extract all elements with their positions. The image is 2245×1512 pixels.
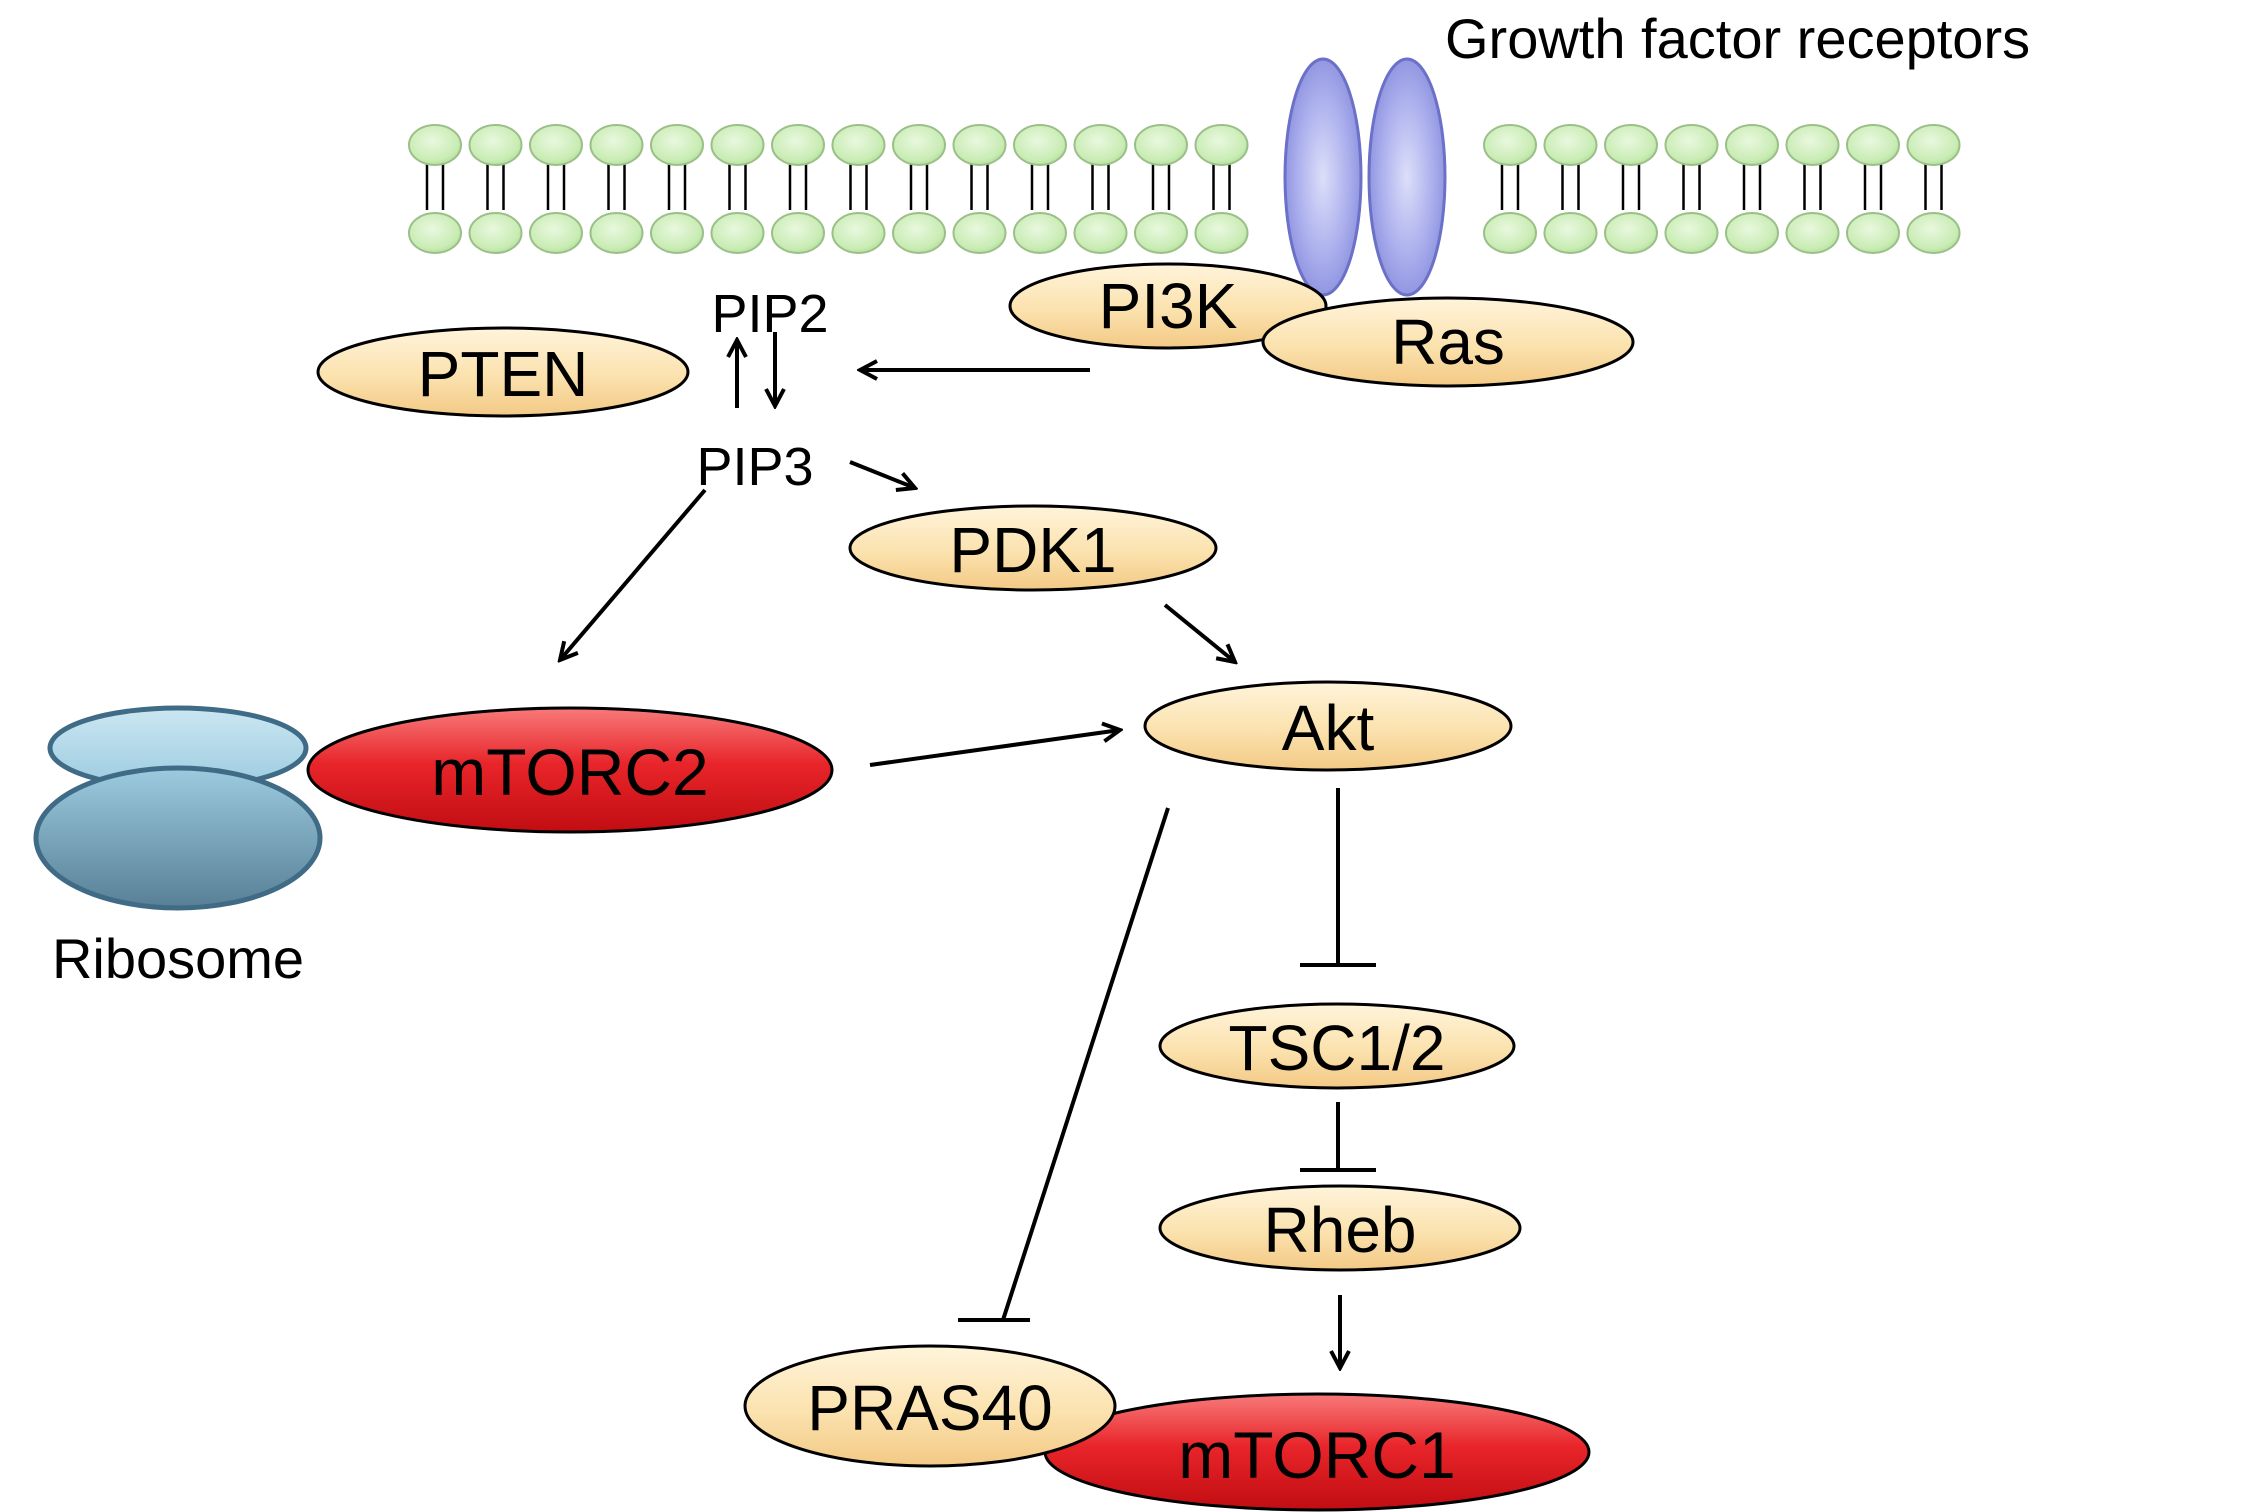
growth-factor-receptor: [1283, 57, 1447, 297]
pip3-to-mtorc2-arrow: [560, 488, 707, 660]
mtorc2-label: mTORC2: [431, 735, 708, 809]
phospholipid: [529, 124, 583, 254]
rheb-label: Rheb: [1264, 1194, 1417, 1266]
pras40-node[interactable]: PRAS40: [743, 1344, 1117, 1468]
mtorc2-node[interactable]: mTORC2: [306, 706, 834, 834]
phospholipid: [1073, 124, 1128, 254]
pdk1-to-akt-arrow: [1163, 603, 1235, 662]
phospholipid: [771, 124, 825, 254]
rheb-node[interactable]: Rheb: [1158, 1184, 1522, 1272]
pi3k-node[interactable]: PI3K: [1008, 262, 1328, 350]
pten-label: PTEN: [418, 338, 589, 410]
akt-inhibits-pras40: [958, 807, 1170, 1322]
phospholipid: [1906, 124, 1961, 254]
pip2-label: PIP2: [711, 284, 828, 344]
pdk1-node[interactable]: PDK1: [848, 504, 1218, 592]
tsc-inhibits-rheb: [1300, 1102, 1376, 1172]
pip3-to-pdk1-arrow: [849, 460, 915, 488]
pten-node[interactable]: PTEN: [316, 326, 690, 418]
phospholipid: [892, 124, 946, 254]
pi3k-label: PI3K: [1099, 270, 1238, 342]
akt-inhibits-tsc: [1300, 788, 1376, 967]
tsc-node[interactable]: TSC1/2: [1158, 1002, 1516, 1090]
phospholipid: [710, 124, 765, 254]
pras40-label: PRAS40: [807, 1372, 1052, 1444]
mtorc2-to-akt-arrow: [869, 730, 1120, 767]
phospholipid: [952, 124, 1007, 254]
ras-label: Ras: [1391, 306, 1505, 378]
receptors-label: Growth factor receptors: [1445, 7, 2030, 70]
mtorc1-label: mTORC1: [1178, 1418, 1455, 1492]
akt-node[interactable]: Akt: [1143, 680, 1513, 772]
phospholipid: [1013, 124, 1067, 254]
phospholipid: [1846, 124, 1900, 254]
phospholipid: [831, 124, 886, 254]
phospholipid: [468, 124, 523, 254]
phospholipid: [1725, 124, 1779, 254]
cell-membrane: [408, 124, 1961, 254]
ribosome: [33, 705, 323, 911]
phospholipid: [1134, 124, 1188, 254]
phospholipid: [1604, 124, 1658, 254]
akt-label: Akt: [1282, 692, 1375, 764]
mtorc1-node[interactable]: mTORC1: [1043, 1392, 1591, 1512]
tsc-label: TSC1/2: [1229, 1012, 1446, 1084]
pip3-label: PIP3: [696, 437, 813, 497]
ras-node[interactable]: Ras: [1261, 296, 1635, 388]
pdk1-label: PDK1: [949, 514, 1116, 586]
phospholipid: [1483, 124, 1537, 254]
phospholipid: [1194, 124, 1249, 254]
phospholipid: [1664, 124, 1719, 254]
phospholipid: [408, 124, 462, 254]
phospholipid: [1543, 124, 1598, 254]
phospholipid: [1785, 124, 1840, 254]
ribosome-label: Ribosome: [52, 927, 304, 990]
phospholipid: [589, 124, 644, 254]
phospholipid: [650, 124, 704, 254]
